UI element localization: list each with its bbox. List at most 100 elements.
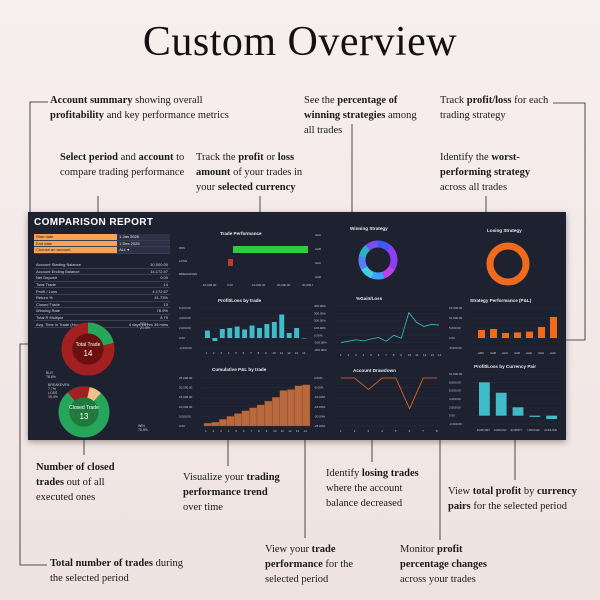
x-tick-label: 4 [228, 429, 230, 433]
bar [550, 317, 557, 338]
winning-strategy-chart: AAAAABAACAADAAEAAFAAGAAH [315, 233, 431, 290]
tick-label: -25.00% [314, 424, 326, 428]
tick-label: 15,000.00 [179, 395, 193, 399]
x-tick-label: AAC [502, 351, 509, 355]
category-label: LOSS [179, 259, 187, 263]
x-tick-label: 14 [303, 429, 307, 433]
x-tick-label: 2 [213, 429, 215, 433]
x-tick-label: 1 [340, 429, 342, 433]
account-row-label: Account Ending Balance [34, 268, 115, 276]
callout-visualize-trend: Visualize your trading performance trend… [183, 472, 280, 514]
start-date-input[interactable]: 1 Jan 2025 [117, 234, 170, 241]
tick-label: 2,000.00 [179, 326, 191, 330]
x-tick-label: 6 [243, 429, 245, 433]
win-label: WIN [138, 424, 145, 428]
x-tick-label: 8 [393, 353, 395, 357]
tick-label: 4,000.00 [179, 316, 191, 320]
bar [234, 326, 240, 338]
x-tick-label: 2 [213, 351, 215, 355]
trade-performance-title: Trade Performance [220, 231, 262, 236]
tick-label: 6,000.00 [179, 306, 191, 310]
tick-label: 0.00% [314, 333, 323, 337]
tick-label: 4,000.00 [449, 397, 461, 401]
x-tick-label: 7 [250, 429, 252, 433]
x-tick-label: 1 [206, 351, 208, 355]
x-tick-label: 9 [400, 353, 402, 357]
tick-label: -5.00% [314, 386, 324, 390]
bar [271, 322, 277, 338]
x-tick-label: 6 [243, 351, 245, 355]
x-tick-label: AAB [490, 351, 496, 355]
bar [212, 338, 218, 341]
x-tick-label: 5 [395, 429, 397, 433]
x-tick-label: 13 [296, 429, 300, 433]
currency-pair-title: Profit/Loss by Currency Pair [474, 364, 537, 369]
start-date-label: Start date [34, 234, 118, 241]
bar [495, 392, 507, 416]
slice [358, 245, 371, 259]
callout-account-summary: Account summary showing overall profitab… [50, 95, 229, 122]
tick-label: 0.00 [449, 414, 455, 418]
x-tick-label: 10 [272, 351, 276, 355]
bar [490, 329, 497, 338]
total-trade-value: 14 [84, 349, 93, 358]
x-tick-label: 14 [438, 353, 442, 357]
breakeven-segment [58, 386, 110, 438]
x-tick-label: 9 [266, 429, 268, 433]
losing-strategy-chart [486, 242, 530, 286]
x-tick-label: 10 [273, 429, 277, 433]
callout-track-currency: Track the profit or loss amount of your … [196, 152, 303, 194]
x-tick-label: EURUSD [477, 428, 491, 432]
winning-strategy-title: Winning Strategy [350, 226, 388, 231]
tick-label: 0.00% [314, 376, 323, 380]
x-tick-label: 14 [302, 351, 306, 355]
account-select[interactable]: ALL ▾ [117, 246, 170, 254]
buy-pct: 78.6% [46, 375, 56, 379]
closed-trade-title: Closed Trade [69, 405, 99, 411]
tick-label: 20,000.00 [277, 283, 291, 287]
account-row-value: 0.00 [114, 274, 170, 282]
area-step [211, 422, 220, 427]
sell-pct: 21.4% [140, 326, 150, 330]
x-tick-label: 7 [422, 429, 424, 433]
account-label: Choose an account [34, 246, 118, 254]
account-row-label: Account Starting Balance [34, 262, 115, 269]
breakeven-label: BREAKEVEN [48, 383, 70, 387]
end-date-input[interactable]: 1 Dec 2025 [117, 240, 170, 248]
strategy-performance-chart: 15,000.0010,000.005,000.000.00-5,000.00A… [449, 306, 561, 355]
x-tick-label: ABC [478, 351, 485, 355]
callout-closed-trades: Number of closed trades out of all execu… [36, 462, 115, 504]
drawdown-title: Account Drawdown [353, 368, 396, 373]
report-title: COMPARISON REPORT [34, 217, 154, 228]
x-tick-label: 12 [423, 353, 427, 357]
area-step [294, 385, 303, 427]
currency-pair-chart: 10,000.008,000.006,000.004,000.002,000.0… [449, 372, 561, 432]
x-tick-label: AAE [526, 351, 532, 355]
tick-label: -2,000.00 [449, 422, 462, 426]
tick-label: 2,000.00 [449, 405, 461, 409]
account-row-value: 14 [114, 281, 170, 289]
x-tick-label: 9 [265, 351, 267, 355]
tick-label: 10,000.00 [179, 405, 193, 409]
buy-label: BUY [46, 371, 54, 375]
account-select-value: ALL [119, 247, 127, 253]
area-step [271, 397, 280, 427]
account-row-label: Total Trade [34, 281, 115, 289]
account-row: Return %41.73% [34, 294, 170, 302]
x-tick-label: AAD [514, 351, 521, 355]
series-line [340, 311, 440, 344]
bar [228, 259, 233, 266]
account-row-label: Net Deposit [34, 274, 115, 282]
tick-label: 8,000.00 [449, 380, 461, 384]
bar [264, 324, 270, 338]
losing-strategy-title: Losing Strategy [487, 228, 522, 233]
x-tick-label: 11 [281, 429, 284, 433]
